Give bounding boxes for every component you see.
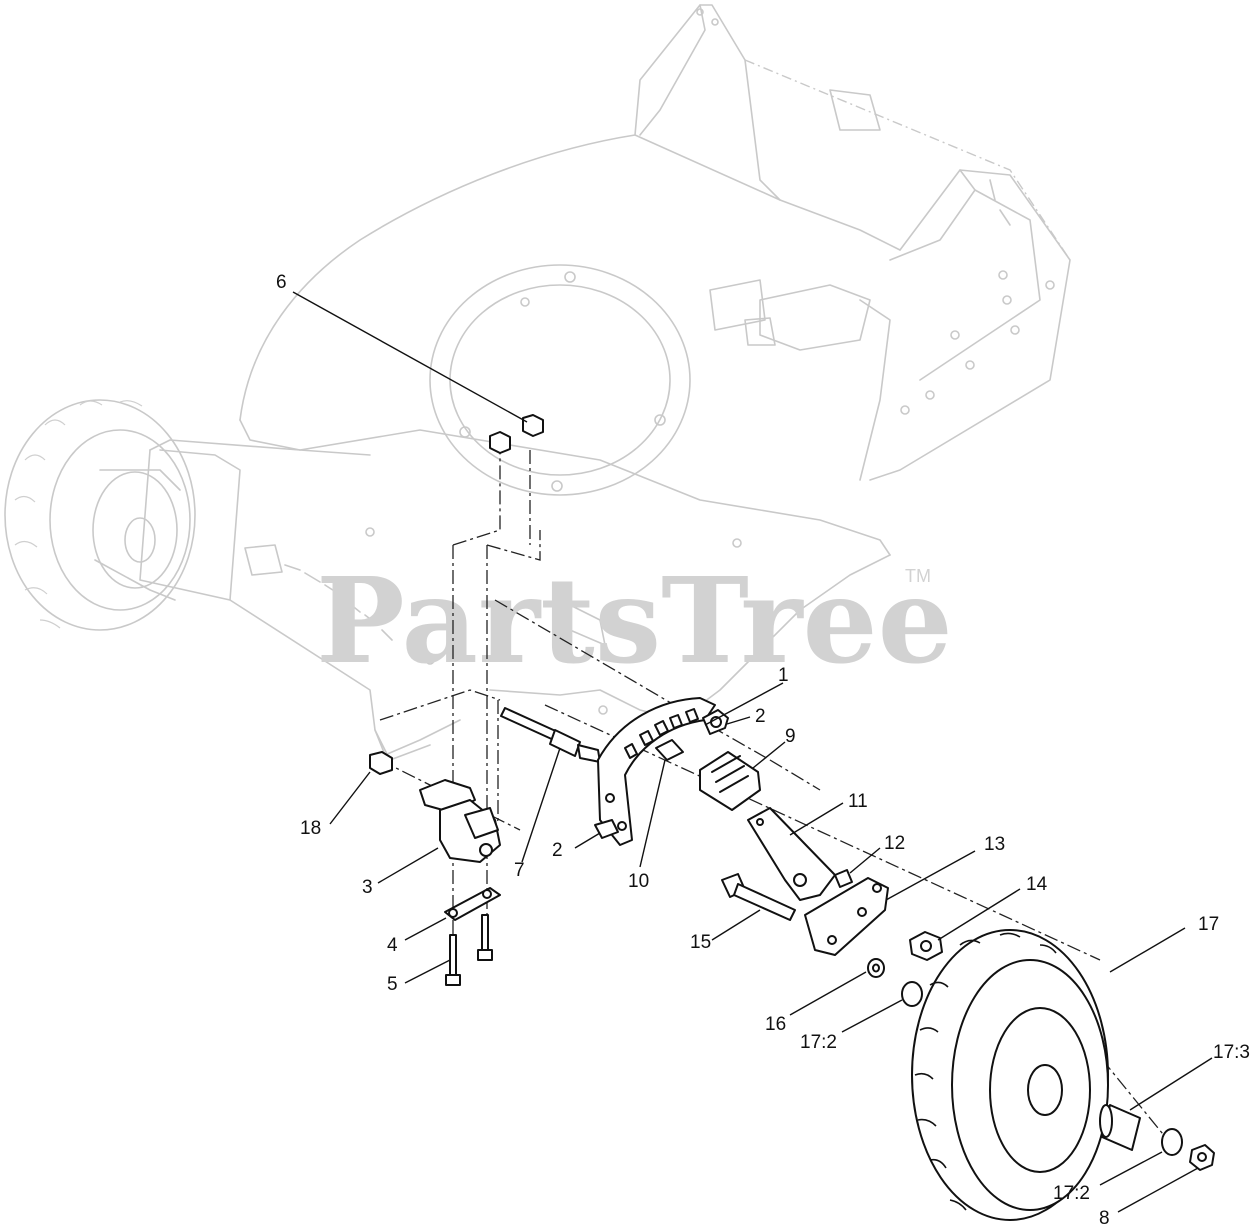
callout-4: 4 [387, 935, 398, 956]
deck-brand-label [244, 544, 393, 641]
callout-3: 3 [362, 877, 373, 898]
part-14-nut [909, 931, 943, 961]
part-3-pivot-arm [419, 779, 501, 863]
part-8-nut [1189, 1144, 1215, 1171]
callout-17-2-rear: 17:2 [1053, 1183, 1090, 1204]
callout-16: 16 [765, 1014, 786, 1035]
callout-17: 17 [1198, 914, 1219, 935]
part-17-2-spacer-rear [1161, 1128, 1183, 1156]
part-17-3-bushing [1099, 1104, 1141, 1151]
watermark-text: PartsTree [316, 551, 953, 690]
part-4-plate [444, 887, 501, 921]
callout-17-2-front: 17:2 [800, 1032, 837, 1053]
callout-labels: 6 1 2 9 11 18 3 7 2 10 12 13 14 4 5 15 1… [276, 272, 1250, 1229]
rear-wheel-outline [4, 399, 241, 631]
part-13-wheel-plate [804, 877, 889, 956]
part-6-nuts [489, 414, 544, 454]
part-11-lever [747, 807, 836, 901]
mower-deck-outline [139, 4, 1071, 761]
callout-18: 18 [300, 818, 321, 839]
callout-10: 10 [628, 871, 649, 892]
callout-2-lower: 2 [552, 840, 563, 861]
callout-15: 15 [690, 932, 711, 953]
part-16-washer [867, 958, 885, 978]
part-12-fastener [834, 869, 853, 888]
callout-13: 13 [984, 834, 1005, 855]
callout-11: 11 [848, 791, 868, 812]
part-1-bracket [597, 697, 716, 846]
callout-9: 9 [785, 726, 796, 747]
callout-7: 7 [514, 860, 525, 881]
watermark-trademark: TM [905, 566, 931, 586]
part-10-pad [655, 739, 684, 761]
callout-8: 8 [1099, 1208, 1110, 1229]
callout-5: 5 [387, 974, 398, 995]
callout-12: 12 [884, 833, 905, 854]
part-9-tread-pad [699, 751, 761, 811]
leader-lines [292, 291, 1213, 1213]
callout-2-upper: 2 [755, 706, 766, 727]
callout-1: 1 [778, 665, 789, 686]
part-15-axle-bolt [721, 873, 796, 921]
callout-17-3: 17:3 [1213, 1042, 1250, 1063]
part-17-front-wheel [911, 929, 1109, 1221]
callout-14: 14 [1026, 874, 1048, 895]
part-5-bolts [445, 914, 493, 986]
callout-6: 6 [276, 272, 287, 293]
part-7-adjust-rod [500, 707, 601, 763]
part-18-nut [369, 751, 393, 775]
part-17-2-spacer-front [901, 981, 923, 1007]
